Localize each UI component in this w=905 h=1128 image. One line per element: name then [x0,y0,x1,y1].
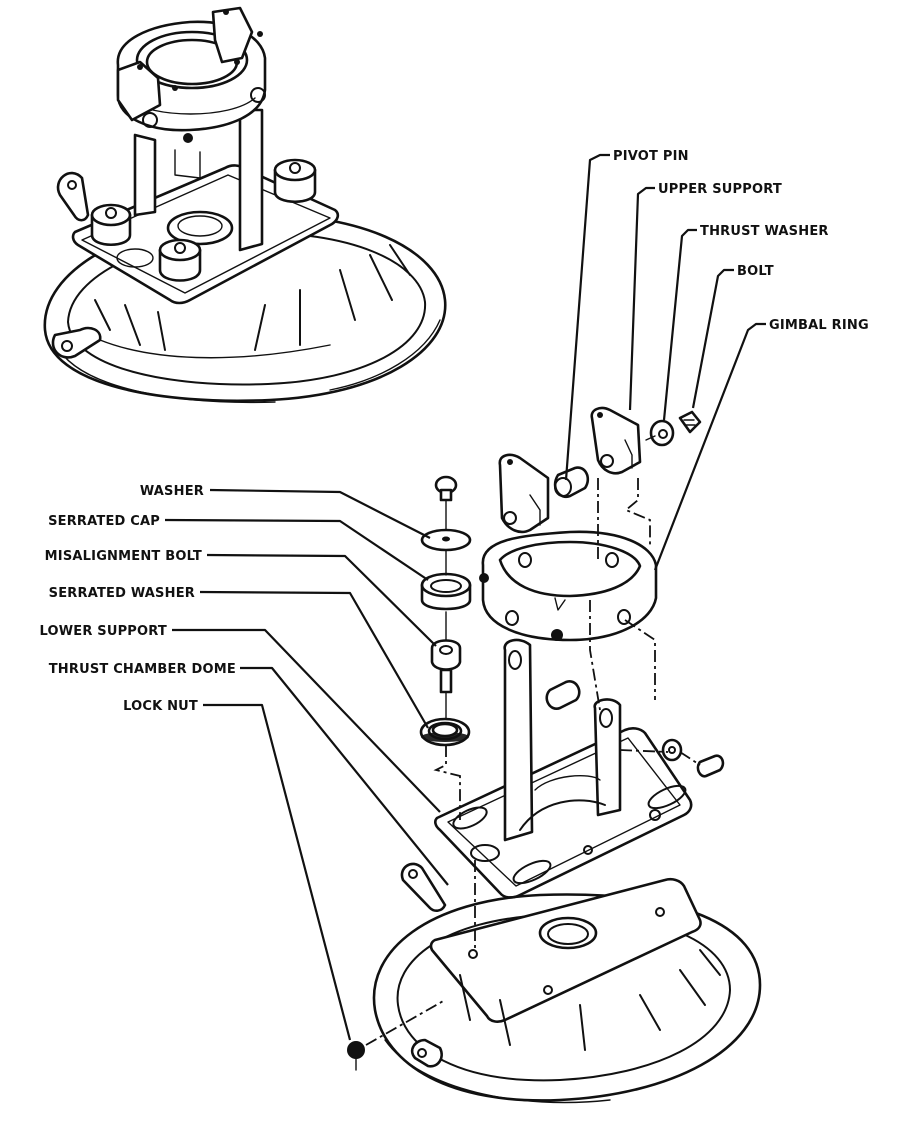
lower-washer-bolt [661,738,725,778]
thrust-washer-part [649,419,675,447]
label-thrust-washer: THRUST WASHER [700,224,829,239]
serrated-washer-part [419,691,471,747]
callouts-left: WASHER SERRATED CAP MISALIGNMENT BOLT SE… [39,484,236,714]
assembled-pads [90,158,317,282]
label-washer: WASHER [140,484,204,499]
label-lock-nut: LOCK NUT [123,699,198,714]
label-serrated-washer: SERRATED WASHER [49,586,195,601]
gimbal-ring-part [479,530,658,642]
label-serrated-cap: SERRATED CAP [48,514,160,529]
lock-nut-part [347,1041,365,1071]
exploded-view [347,406,762,1104]
pivot-pin-part [553,466,590,499]
lower-pivot-pin [545,680,581,710]
label-thrust-chamber-dome: THRUST CHAMBER DOME [49,662,236,677]
assembled-view [43,6,447,404]
label-pivot-pin: PIVOT PIN [613,149,689,164]
assembly-centerlines [365,478,701,1046]
thrust-chamber-dome-part [372,862,762,1104]
assembled-gimbal-ring [116,6,267,143]
serrated-cap-part [420,549,472,641]
label-lower-support: LOWER SUPPORT [39,624,167,639]
lower-support-part [434,638,693,899]
misalignment-bolt-part [430,639,462,694]
label-misalignment-bolt: MISALIGNMENT BOLT [45,549,202,564]
label-upper-support: UPPER SUPPORT [658,182,782,197]
label-gimbal-ring: GIMBAL RING [769,318,869,333]
label-bolt: BOLT [737,264,774,279]
callouts-right: PIVOT PIN UPPER SUPPORT THRUST WASHER BO… [613,149,869,333]
washer-part [420,475,472,552]
leader-lines [164,153,766,1041]
upper-support-left [498,453,550,534]
upper-support-right [590,406,642,475]
bolt-part [678,410,702,434]
